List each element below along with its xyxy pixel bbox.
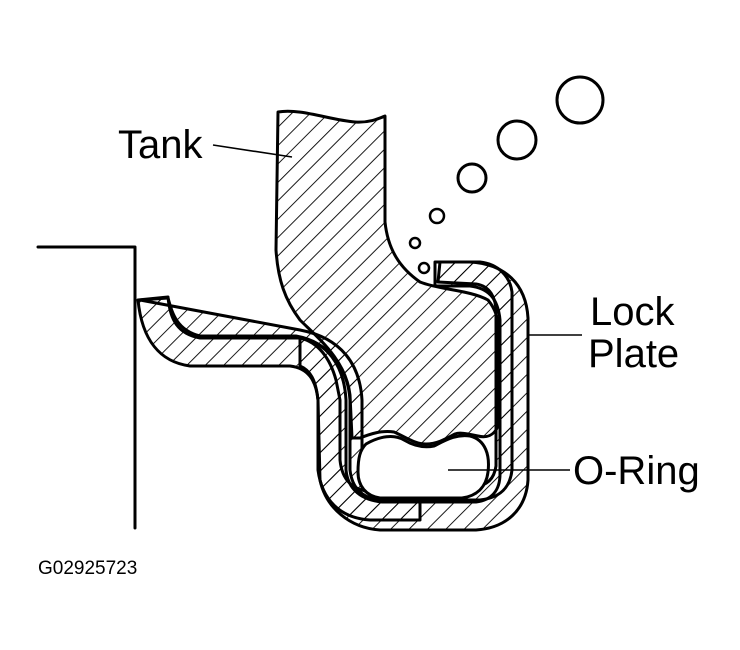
tank-label: Tank <box>118 123 203 167</box>
bubble-m <box>428 207 446 225</box>
tank-leader-line <box>212 144 293 158</box>
figure-id-label: G02925723 <box>38 558 137 579</box>
header-plate-outline <box>36 245 137 530</box>
bubble-s <box>408 236 422 250</box>
lock-plate <box>298 260 530 532</box>
tank <box>274 109 501 446</box>
bubble-xl <box>496 119 538 161</box>
bubble-l <box>456 162 488 194</box>
lock-plate-label-line1: Lock <box>590 290 675 334</box>
bubble-xs <box>417 261 431 275</box>
lock-plate-label-line2: Plate <box>588 332 679 376</box>
o-ring <box>356 434 490 500</box>
o-ring-label: O-Ring <box>573 449 700 493</box>
bubble-xxl <box>555 75 605 125</box>
